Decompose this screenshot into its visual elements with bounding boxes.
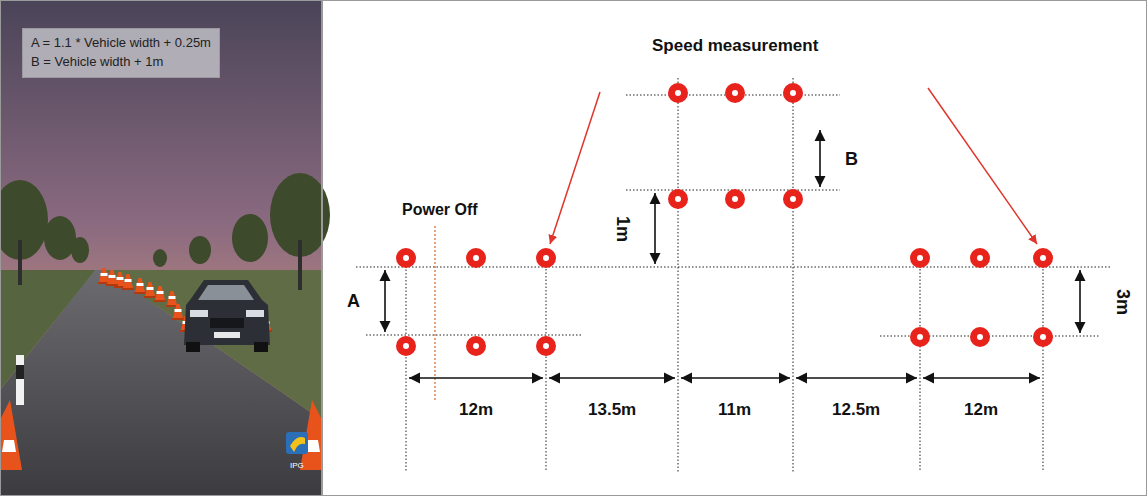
formula-text: A = 1.1 * Vehicle width + 0.25m bbox=[31, 34, 211, 53]
dimension-label: 3m bbox=[1112, 287, 1132, 317]
marker-label: Power Off bbox=[400, 201, 480, 219]
dimension-label: 11m bbox=[716, 401, 753, 420]
dimension-label: B bbox=[843, 150, 860, 170]
formula-box: A = 1.1 * Vehicle width + 0.25mB = Vehic… bbox=[22, 28, 220, 78]
heading-label: Speed measurement bbox=[650, 37, 820, 56]
dimension-label: 12m bbox=[962, 401, 1000, 420]
formula-text: B = Vehicle width + 1m bbox=[31, 53, 211, 72]
dimension-label: 13.5m bbox=[586, 401, 638, 420]
dimension-label: A bbox=[345, 292, 362, 312]
logo-text: IPG bbox=[290, 462, 304, 471]
dimension-label: 12.5m bbox=[830, 401, 882, 420]
dimension-label: 12m bbox=[457, 401, 495, 420]
dimension-label: 1m bbox=[612, 214, 632, 244]
